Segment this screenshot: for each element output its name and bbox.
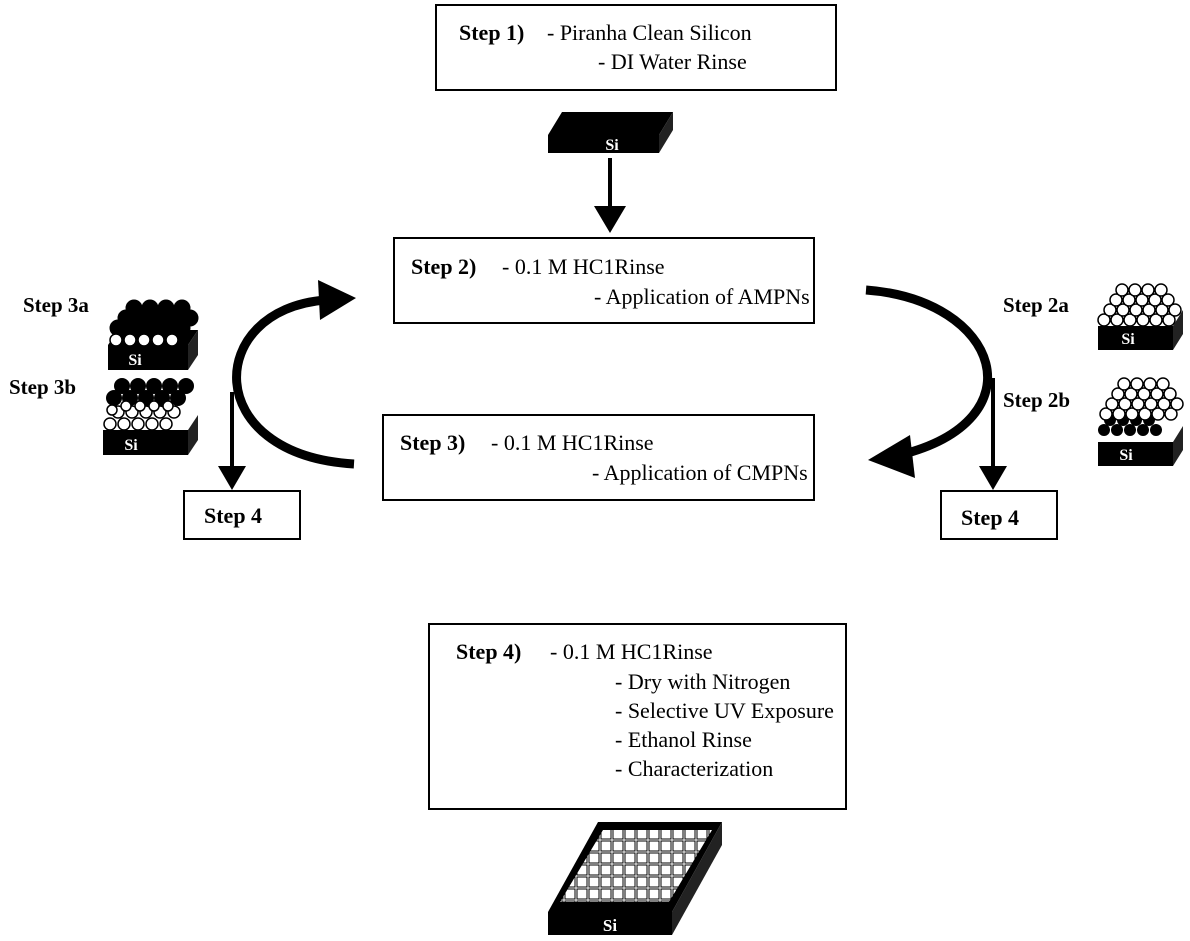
- right-step4-label: Step 4: [961, 505, 1020, 530]
- chip-patterned: Si: [548, 822, 722, 935]
- step1-line-1: - Piranha Clean Silicon: [547, 20, 752, 45]
- step4-box: Step 4) - 0.1 M HC1Rinse - Dry with Nitr…: [428, 623, 847, 810]
- step3-line-2: - Application of CMPNs: [592, 460, 808, 485]
- si-label-3b: Si: [124, 437, 138, 454]
- step3-title: Step 3): [400, 430, 466, 455]
- left-step4-box: Step 4: [183, 490, 301, 540]
- step3b-label: Step 3b: [9, 375, 77, 399]
- step1-title: Step 1): [459, 20, 525, 45]
- step2-line-1: - 0.1 M HC1Rinse: [502, 254, 665, 279]
- si-label-bottom: Si: [603, 916, 617, 935]
- si-label-2a: Si: [1121, 331, 1135, 348]
- si-chip-plain: Si: [548, 112, 673, 154]
- left-step4-label: Step 4: [204, 503, 263, 528]
- chip-step2a: Si: [1097, 283, 1183, 350]
- right-step4-box: Step 4: [940, 490, 1058, 540]
- step2-line-2: - Application of AMPNs: [594, 284, 810, 309]
- step4-title: Step 4): [456, 639, 522, 664]
- chip-step3b: Si: [103, 378, 198, 455]
- step4-line-2: - Dry with Nitrogen: [615, 669, 791, 694]
- chip-step3a: Si: [108, 299, 199, 370]
- step2b-label: Step 2b: [1003, 388, 1071, 412]
- step3-line-1: - 0.1 M HC1Rinse: [491, 430, 654, 455]
- step1-line-2: - DI Water Rinse: [598, 49, 747, 74]
- step3a-label: Step 3a: [23, 293, 89, 317]
- step2a-label: Step 2a: [1003, 293, 1069, 317]
- down-arrow: [594, 158, 626, 233]
- si-label-top: Si: [605, 137, 619, 154]
- step1-box: Step 1) - Piranha Clean Silicon - DI Wat…: [435, 4, 837, 91]
- left-curve-arrow: [218, 280, 356, 490]
- right-curve-arrow: [865, 285, 1007, 490]
- chip-step2b: Si: [1098, 377, 1184, 466]
- si-label-2b: Si: [1119, 447, 1133, 464]
- si-label-3a: Si: [128, 352, 142, 369]
- step4-line-5: - Characterization: [615, 756, 774, 781]
- step3-box: Step 3) - 0.1 M HC1Rinse - Application o…: [382, 414, 815, 501]
- step4-line-3: - Selective UV Exposure: [615, 698, 834, 723]
- step4-line-1: - 0.1 M HC1Rinse: [550, 639, 713, 664]
- step2-title: Step 2): [411, 254, 477, 279]
- step2-box: Step 2) - 0.1 M HC1Rinse - Application o…: [393, 237, 815, 324]
- step4-line-4: - Ethanol Rinse: [615, 727, 752, 752]
